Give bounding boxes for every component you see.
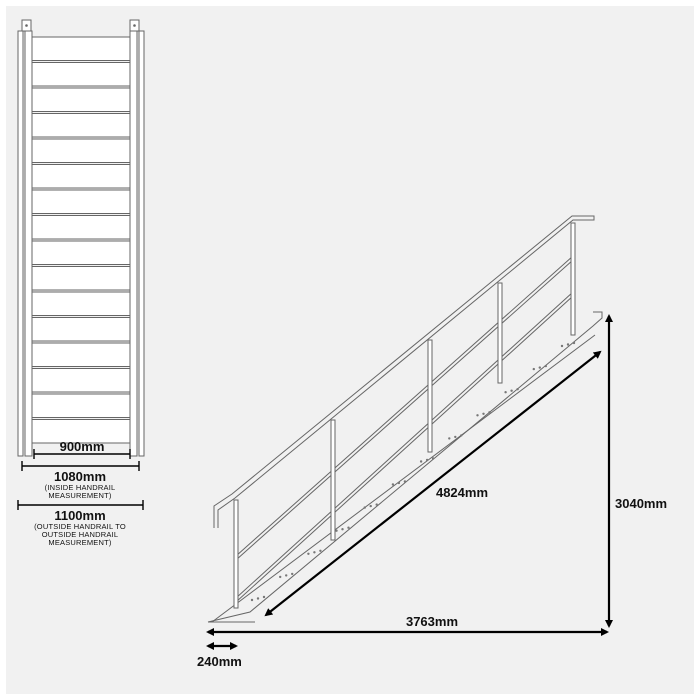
plan-tread [31,62,131,87]
plan-tread [31,342,131,367]
bolt-hole [419,460,423,463]
bolt-hole [460,434,463,437]
plan-tread [31,266,131,291]
dim-1100: 1100mm (OUTSIDE HANDRAIL TO OUTSIDE HAND… [17,500,144,547]
bolt-hole [391,483,395,486]
bolt-hole [313,551,316,554]
bolt-hole [510,389,513,392]
bolt-hole [448,437,451,440]
plan-tread [31,138,131,163]
lower-rail-a [235,291,574,599]
bolt-hole [341,528,344,531]
plan-right-stringer [129,30,138,457]
plan-tread [31,368,131,393]
bolt-hole [403,480,407,483]
plan-tread [31,317,131,342]
dim-1100-note-3: MEASUREMENT) [48,538,112,547]
plan-tread [31,87,131,112]
plan-right-handrail [138,30,145,457]
bolt-hole [504,391,507,394]
post-4 [497,282,503,384]
bolt-hole [572,341,576,345]
bolt-hole [431,457,435,460]
bolt-hole [262,595,266,599]
plan-tread [31,189,131,214]
plan-left-handrail [17,30,24,457]
bolt-hole [560,344,564,348]
bolt-hole [544,364,547,368]
dim-1100-note-2: OUTSIDE HANDRAIL [42,530,119,539]
dim-1080-note-2: MEASUREMENT) [48,491,112,500]
middle-rail-a [235,255,574,557]
plan-tread [31,164,131,189]
bolt-hole [516,388,519,391]
dim-1100-note-1: (OUTSIDE HANDRAIL TO [34,522,126,531]
bolt-hole [488,411,491,414]
bolt-hole [291,572,294,576]
plan-view: 900mm 1080mm (INSIDE HANDRAIL MEASUREMEN… [17,19,145,547]
bolt-hole [307,552,310,555]
bolt-hole [285,574,288,577]
top-handrail [213,215,595,528]
bolt-hole [397,481,401,485]
dim-offset-label: 240mm [197,654,242,669]
post-5 [570,222,576,336]
bolt-hole [538,366,541,369]
bolt-hole [319,549,322,552]
side-dimensions: 4824mm 3040mm 3763mm 240mm [197,314,667,669]
bolt-hole [482,412,485,415]
bolt-hole [335,529,338,532]
bolt-hole [363,506,366,509]
bolt-hole [375,503,378,506]
plan-tread [31,113,131,138]
dim-1100-label: 1100mm [54,508,105,523]
plan-tread [31,36,131,61]
plan-tread [31,419,131,444]
post-1 [233,499,239,609]
post-2 [330,419,336,541]
dim-diagonal-label: 4824mm [436,485,488,500]
dim-1080: 1080mm (INSIDE HANDRAIL MEASUREMENT) [21,461,140,500]
plan-treads [31,36,131,444]
dim-900: 900mm [33,439,131,459]
dim-rise-label: 3040mm [615,496,667,511]
plan-tread [31,240,131,265]
bolt-hole [279,575,282,579]
bolt-hole [256,597,260,600]
plan-tread [31,393,131,418]
plan-tread [31,215,131,240]
bolt-hole [454,435,457,439]
bolt-hole [369,504,372,508]
dim-going-label: 3763mm [406,614,458,629]
bolt-hole [566,343,570,346]
bolt-hole [532,367,535,371]
bolt-hole [476,414,479,417]
bolt-hole [250,598,254,602]
bolt-hole [347,526,350,529]
bolt-hole [425,458,429,462]
dim-diagonal-line [264,350,602,617]
plan-left-stringer [24,30,33,457]
stringer-top-edge [207,311,603,623]
post-3 [427,339,433,453]
side-view [207,215,603,623]
dim-1080-label: 1080mm [54,469,106,484]
dim-900-label: 900mm [60,439,105,454]
middle-rail-b [235,259,574,561]
stringer-bottom-edge [211,334,596,623]
dim-1080-note-1: (INSIDE HANDRAIL [45,483,116,492]
plan-tread [31,291,131,316]
